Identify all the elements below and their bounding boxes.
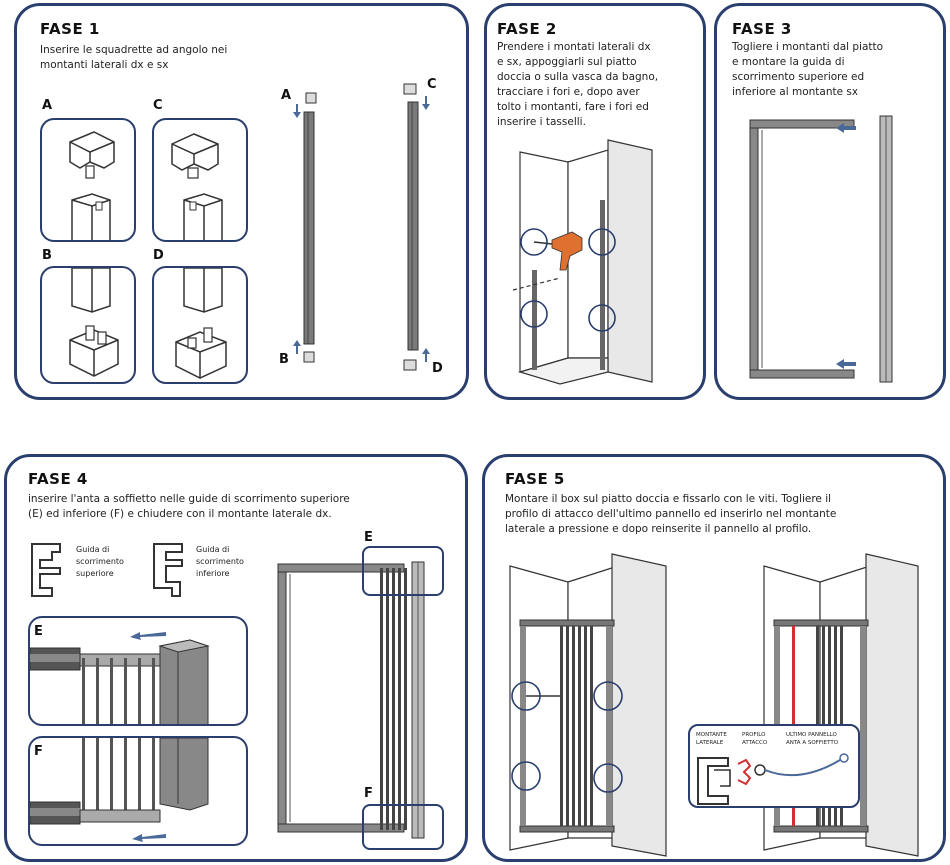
detail-e-drawing [30,632,210,724]
detail-box-c [152,118,248,242]
profile-label-d: D [432,361,443,376]
lower-guide-profile-icon [153,543,183,597]
fase-3-text-line-4: inferiore al montante sx [732,86,859,98]
label-d: D [153,248,164,263]
detail-box-a [40,118,136,242]
detail-box-b [40,266,136,384]
arrow-left-e-icon [130,632,166,640]
assembly-zoom-box-f [362,804,444,850]
guide-top-line-2: scorrimento [76,557,124,566]
detail-f-drawing [30,738,209,842]
fase-2-text-line-2: e sx, appoggiarli sul piatto [497,56,637,68]
guide-bottom-line-2: scorrimento [196,557,244,566]
label-b: B [42,248,52,263]
corner-bracket-bottom-left-icon [69,268,119,377]
fase-1-title: FASE 1 [40,20,100,38]
corner-bracket-top-right-icon [171,133,223,240]
fase-5-text-line-3: laterale a pressione e dopo reinserite i… [505,523,812,535]
fase-3-title: FASE 3 [732,20,792,38]
upper-guide-profile-icon [31,543,61,597]
profile-label-c: C [427,77,437,92]
corner-bracket-top-left-icon [69,131,115,240]
fase-1-text-line-1: Inserire le squadrette ad angolo nei [40,44,228,56]
label-a: A [42,98,53,113]
fase-2-text-line-6: inserire i tasselli. [497,116,586,128]
arrow-left-f-icon [132,834,166,842]
guide-top-line-3: superiore [76,569,114,578]
profilo-line-1: PROFILO [742,732,766,738]
detail-box-f [28,736,248,846]
montante-line-2: LATERALE [696,740,724,746]
assembly-zoom-box-e [362,546,444,596]
fase-4-title: FASE 4 [28,470,88,488]
detail-box-e [28,616,248,726]
fase-3-text-line-3: scorrimento superiore ed [732,71,865,83]
label-c: C [153,98,163,113]
fase-1-text-line-2: montanti laterali dx e sx [40,59,169,71]
fase-5-inset-drawing [697,753,849,805]
profile-label-b: B [279,352,289,367]
fase-3-text-line-1: Togliere i montanti dal piatto [732,41,884,53]
profilo-line-2: ATTACCO [742,740,768,746]
guide-bottom-line-1: Guida di [196,545,230,554]
fase-4-text-line-2: (E) ed inferiore (F) e chiudere con il m… [28,508,332,520]
fase-2-text-line-3: doccia o sulla vasca da bagno, [497,71,659,83]
ultimo-line-2: ANTA A SOFFIETTO [786,740,839,746]
ultimo-line-1: ULTIMO PANNELLO [786,732,837,738]
fase-2-title: FASE 2 [497,20,557,38]
montante-line-1: MONTANTE [696,732,727,738]
fase-5-text-line-2: profilo di attacco dell'ultimo pannello … [505,508,837,520]
fase-5-title: FASE 5 [505,470,565,488]
corner-bracket-bottom-right-icon [175,268,227,379]
fase-4-text-line-1: inserire l'anta a soffietto nelle guide … [28,493,350,505]
fase-2-text-line-4: tracciare i fori e, dopo aver [497,86,640,98]
guide-bottom-line-3: inferiore [196,569,230,578]
label-e-detail: E [34,624,43,639]
fase-5-inset: MONTANTE LATERALE PROFILO ATTACCO ULTIMO… [688,724,860,808]
profile-label-a: A [281,88,292,103]
label-f-assembly: F [364,786,373,801]
detail-box-d [152,266,248,384]
guide-top-line-1: Guida di [76,545,110,554]
fase-5-text-line-1: Montare il box sul piatto doccia e fissa… [505,493,832,505]
fase-3-text-line-2: e montare la guida di [732,56,845,68]
label-e-assembly: E [364,530,373,545]
fase-2-text-line-5: tolto i montanti, fare i fori ed [497,101,649,113]
fase-2-text-line-1: Prendere i montati laterali dx [497,41,651,53]
label-f-detail: F [34,744,43,759]
